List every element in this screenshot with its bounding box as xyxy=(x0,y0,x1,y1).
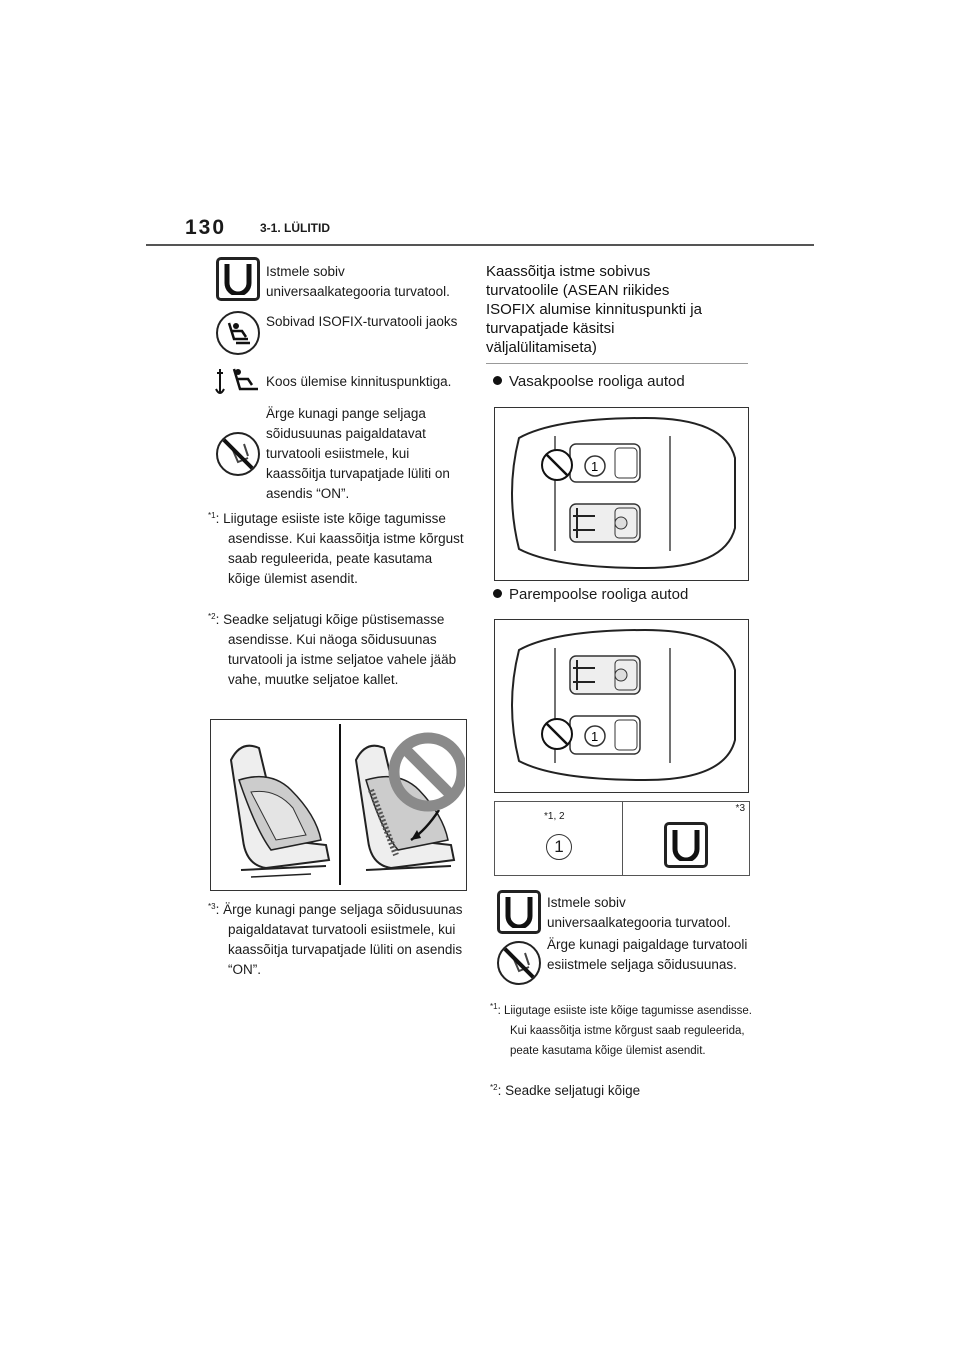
seat-number-circle: 1 xyxy=(546,834,572,860)
universal-seat-icon xyxy=(663,822,708,868)
note-3: *3: Ärge kunagi pange seljaga sõidusuuna… xyxy=(208,902,463,977)
page-number: 130 xyxy=(185,216,227,239)
lhd-seat-number: 1 xyxy=(591,459,598,474)
rhd-seat-number: 1 xyxy=(591,729,598,744)
header-rule xyxy=(146,244,814,246)
bullet-left-hand: Vasakpoolse rooliga autod xyxy=(493,373,685,390)
heading-line-5: väljalülitamiseta) xyxy=(486,339,597,356)
universal-seat-icon xyxy=(216,257,260,301)
right-note-1: *1: Liigutage esiiste iste kõige tagumis… xyxy=(490,1002,752,1057)
table-label-1: *1, 2 xyxy=(544,811,565,822)
compatibility-table: *1, 2 1 *3 xyxy=(494,801,750,876)
legend-tether-text: Koos ülemise kinnituspunktiga. xyxy=(266,374,452,389)
compatibility-heading: Kaassõitja istme sobivus turvatoolile (A… xyxy=(486,254,748,364)
no-rear-facing-icon xyxy=(216,432,260,476)
legend-isofix-text: Sobivad ISOFIX-turvatooli jaoks xyxy=(266,314,458,329)
car-diagram-rhd: 1 xyxy=(494,619,749,793)
universal-seat-icon xyxy=(497,890,541,934)
heading-line-1: Kaassõitja istme sobivus xyxy=(486,263,651,280)
table-cell-front-seat: *1, 2 1 xyxy=(495,802,622,875)
heading-line-4: turvapatjade käsitsi xyxy=(486,320,615,337)
legend-no-rear-text: Ärge kunagi pange seljaga sõidusuunas pa… xyxy=(266,406,450,501)
note-1: *1: Liigutage esiiste iste kõige tagumis… xyxy=(208,511,464,586)
legend-universal-text: Istmele sobiv universaalkategooria turva… xyxy=(266,264,450,299)
bullet-right-hand: Parempoolse rooliga autod xyxy=(493,586,688,603)
right-note-2: *2: Seadke seljatugi kõige xyxy=(490,1083,641,1098)
heading-line-2: turvatoolile (ASEAN riikides xyxy=(486,282,670,299)
heading-line-3: ISOFIX alumise kinnituspunkti ja xyxy=(486,301,702,318)
section-title: 3-1. LÜLITID xyxy=(260,221,331,235)
table-label-2: *3 xyxy=(735,803,745,814)
note-2: *2: Seadke seljatugi kõige püstisemasse … xyxy=(208,612,457,687)
table-cell-universal: *3 xyxy=(621,802,750,875)
seat-illustration xyxy=(210,719,468,891)
car-diagram-lhd: 1 xyxy=(494,407,749,581)
no-rear-facing-icon xyxy=(497,941,541,985)
right-legend-universal-text: Istmele sobiv universaalkategooria turva… xyxy=(547,895,731,930)
top-tether-icon xyxy=(214,363,262,399)
right-legend-no-rear-text: Ärge kunagi paigaldage turvatooli esiist… xyxy=(547,937,748,972)
isofix-seat-icon xyxy=(216,311,260,355)
